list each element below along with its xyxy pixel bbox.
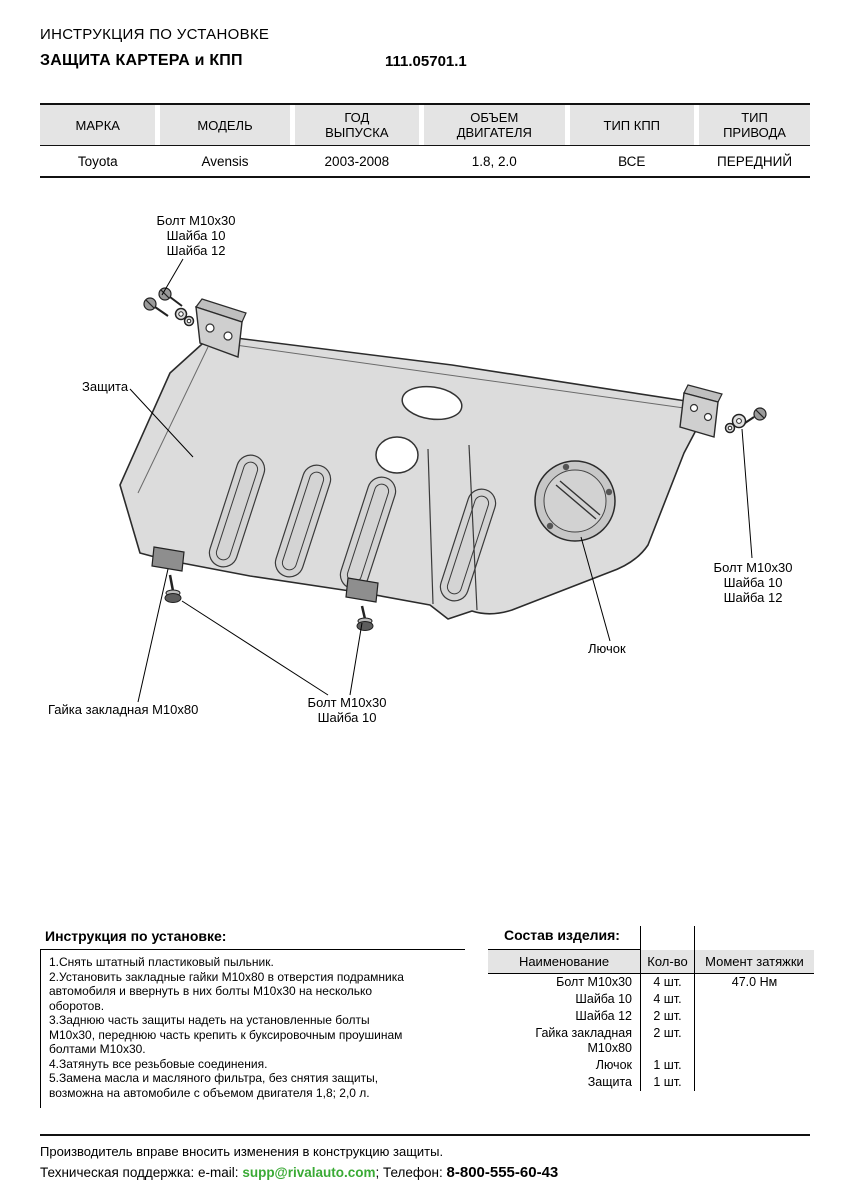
instruction-step: 5.Замена масла и масляного фильтра, без … <box>49 1071 379 1100</box>
part-torque <box>694 991 814 1008</box>
part-name: Защита <box>587 1075 632 1089</box>
part-number: 111.05701.1 <box>385 53 467 70</box>
label-fastener-bottom: Болт М10х30 Шайба 10 <box>307 695 387 725</box>
vehicle-spec-table: МАРКА МОДЕЛЬ ГОД ВЫПУСКА ОБЪЕМ ДВИГАТЕЛЯ… <box>40 103 810 178</box>
parts-col-name: Наименование <box>488 950 640 974</box>
label-hatch: Лючок <box>588 641 626 656</box>
spec-model-value: Avensis <box>201 153 249 169</box>
bolt-washer-set-top-left <box>143 287 195 327</box>
spec-gearbox-value: ВСЕ <box>618 153 646 169</box>
shield-plate-body <box>119 334 705 620</box>
spec-drive-value: ПЕРЕДНИЙ <box>717 153 793 169</box>
bolt-washer-set-right <box>724 407 767 434</box>
leader-line <box>741 428 753 559</box>
part-torque <box>694 1008 814 1025</box>
footer-divider <box>40 1134 810 1136</box>
leader-line <box>129 388 194 458</box>
service-hatch <box>534 460 616 542</box>
round-hole <box>375 436 419 474</box>
phone-label: ; Телефон: <box>375 1165 447 1180</box>
instruction-step: 1.Снять штатный пластиковый пыльник. <box>49 955 274 969</box>
instruction-step: 2.Установить закладные гайки М10х80 в от… <box>49 969 404 1013</box>
parts-heading: Состав изделия: <box>488 926 640 950</box>
mount-bracket-left <box>195 298 247 358</box>
part-torque <box>694 1025 814 1057</box>
parts-section: Состав изделия: Наименование Кол-во Моме… <box>488 926 814 1091</box>
label-shield: Защита <box>82 379 129 394</box>
support-email-link[interactable]: supp@rivalauto.com <box>242 1165 376 1180</box>
doc-type-heading: ИНСТРУКЦИЯ ПО УСТАНОВКЕ <box>40 26 270 43</box>
leader-line <box>580 536 611 642</box>
support-contacts: Техническая поддержка: e-mail: supp@riva… <box>40 1164 558 1181</box>
part-torque: 47.0 Нм <box>694 974 814 991</box>
leader-lines <box>129 258 753 703</box>
parts-table: Состав изделия: Наименование Кол-во Моме… <box>488 926 814 1091</box>
instructions-heading: Инструкция по установке: <box>40 928 465 950</box>
bottom-fastener-left <box>151 546 185 603</box>
oval-hole <box>401 385 463 421</box>
spec-brand-value: Toyota <box>77 153 118 169</box>
spec-col-model: МОДЕЛЬ <box>160 105 290 145</box>
installation-diagram <box>119 258 767 703</box>
spec-value-row: Toyota Avensis 2003-2008 1.8, 2.0 ВСЕ ПЕ… <box>40 146 810 178</box>
part-qty: 4 шт. <box>640 974 694 991</box>
part-name: Болт М10х30 <box>556 975 632 989</box>
part-torque <box>694 1057 814 1074</box>
spec-col-engine: ОБЪЕМ ДВИГАТЕЛЯ <box>424 105 565 145</box>
support-label: Техническая поддержка: e-mail: <box>40 1165 243 1180</box>
label-embedded-nut: Гайка закладная М10х80 <box>48 702 199 717</box>
spec-col-drive: ТИП ПРИВОДА <box>699 105 810 145</box>
leader-line <box>349 622 363 696</box>
part-qty: 4 шт. <box>640 991 694 1008</box>
parts-heading-spacer <box>694 926 814 950</box>
part-name: Лючок <box>595 1058 632 1072</box>
leader-line <box>137 568 169 703</box>
parts-col-qty: Кол-во <box>640 950 694 974</box>
rib <box>274 464 332 578</box>
instruction-step: 4.Затянуть все резьбовые соединения. <box>49 1056 268 1071</box>
leader-line <box>181 600 329 696</box>
center-channel <box>427 444 478 611</box>
label-fastener-top-left: Болт М10х30 Шайба 10 Шайба 12 <box>156 213 236 258</box>
plate-fold-line <box>137 346 209 494</box>
part-name: Шайба 12 <box>575 1009 632 1023</box>
part-qty: 1 шт. <box>640 1057 694 1074</box>
mount-bracket-right <box>679 384 723 438</box>
spec-engine-value: 1.8, 2.0 <box>471 153 517 169</box>
part-name: Шайба 10 <box>575 992 632 1006</box>
plate-top-inner-edge <box>213 341 685 409</box>
bottom-fastener-center <box>345 577 379 631</box>
part-qty: 2 шт. <box>640 1025 694 1057</box>
page-title: ЗАЩИТА КАРТЕРА и КПП <box>40 52 243 69</box>
manufacturer-disclaimer: Производитель вправе вносить изменения в… <box>40 1144 444 1159</box>
spec-header-row: МАРКА МОДЕЛЬ ГОД ВЫПУСКА ОБЪЕМ ДВИГАТЕЛЯ… <box>40 105 810 146</box>
support-phone: 8-800-555-60-43 <box>446 1164 559 1181</box>
spec-col-year: ГОД ВЫПУСКА <box>294 105 420 145</box>
spec-col-gearbox: ТИП КПП <box>569 105 695 145</box>
instructions-list: 1.Снять штатный пластиковый пыльник. 2.У… <box>40 950 465 1108</box>
rib <box>208 454 266 568</box>
rib <box>439 488 497 602</box>
parts-col-torque: Момент затяжки <box>694 950 814 974</box>
part-qty: 1 шт. <box>640 1074 694 1091</box>
part-torque <box>694 1074 814 1091</box>
spec-col-brand: МАРКА <box>40 105 156 145</box>
label-fastener-right: Болт М10х30 Шайба 10 Шайба 12 <box>713 560 793 605</box>
part-name: Гайка закладная М10х80 <box>535 1026 632 1055</box>
instruction-step: 3.Заднюю часть защиты надеть на установл… <box>49 1013 403 1056</box>
install-instructions-section: Инструкция по установке: 1.Снять штатный… <box>40 928 465 1108</box>
leader-line <box>161 258 184 296</box>
parts-heading-spacer <box>640 926 694 950</box>
part-qty: 2 шт. <box>640 1008 694 1025</box>
spec-year-value: 2003-2008 <box>324 153 390 169</box>
